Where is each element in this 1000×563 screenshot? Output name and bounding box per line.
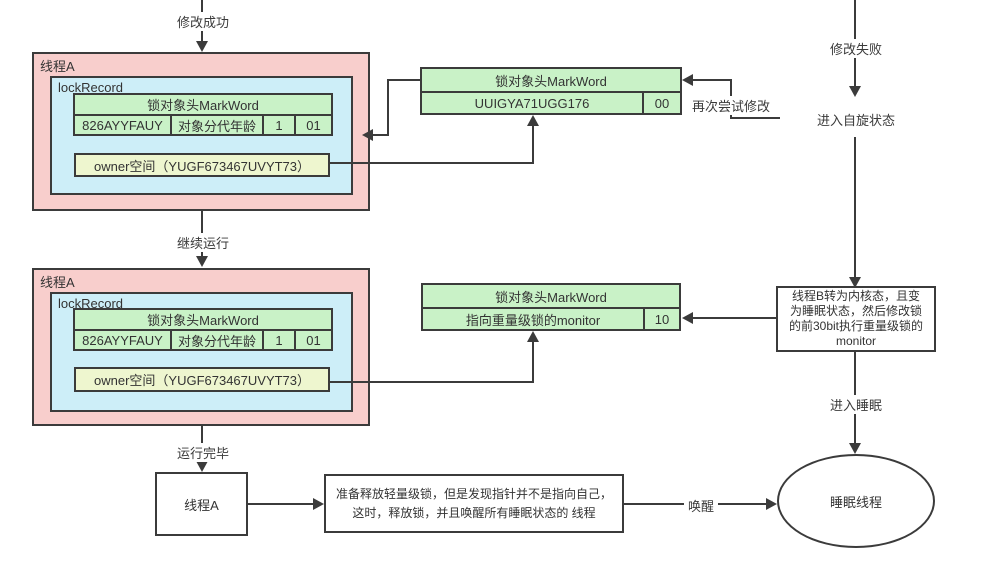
markword-value: 指向重量级锁的monitor: [423, 309, 643, 329]
markword-cell: 01: [296, 331, 331, 349]
arrow-left-icon: [362, 129, 373, 141]
markword-cell: 对象分代年龄: [172, 331, 262, 349]
markword-flag: 10: [645, 309, 679, 329]
bottom-thread-a-label: 线程A: [184, 497, 219, 513]
arrow-right-icon: [766, 498, 777, 510]
lock-record-box: lockRecord 锁对象头MarkWord 826AYYFAUY 对象分代年…: [50, 292, 353, 412]
label-retry-modify: 再次尝试修改: [687, 96, 775, 115]
thread-b-note-line: 为睡眠状态，然后修改锁: [789, 304, 922, 318]
thread-a-title: 线程A: [40, 59, 75, 74]
connector-line: [692, 79, 732, 81]
connector-line: [730, 117, 780, 119]
markword-table: 锁对象头MarkWord 826AYYFAUY 对象分代年龄 1 01: [73, 93, 333, 136]
connector-line: [388, 79, 421, 81]
markword-value: UUIGYA71UGG176: [422, 93, 642, 113]
markword-table-unlocked: 锁对象头MarkWord UUIGYA71UGG176 00: [420, 67, 682, 115]
label-enter-spin-state: 进入自旋状态: [816, 113, 896, 128]
owner-space-box: owner空间（YUGF673467UVYT73）: [74, 153, 330, 177]
thread-a-box-2: 线程A lockRecord 锁对象头MarkWord 826AYYFAUY 对…: [32, 268, 370, 426]
arrow-down-icon: [849, 443, 861, 454]
label-modify-fail: 修改失败: [825, 39, 887, 58]
connector-line: [330, 162, 534, 164]
markword-cell: 826AYYFAUY: [75, 116, 170, 134]
arrow-left-icon: [682, 74, 693, 86]
arrow-down-icon: [849, 277, 861, 288]
label-enter-sleep: 进入睡眠: [825, 395, 887, 414]
arrow-left-icon: [682, 312, 693, 324]
connector-line: [532, 126, 534, 164]
markword-header: 锁对象头MarkWord: [422, 69, 680, 91]
thread-a-title: 线程A: [40, 275, 75, 290]
markword-cell: 1: [264, 116, 294, 134]
sleep-thread-label: 睡眠线程: [829, 494, 882, 510]
lock-record-title: lockRecord: [58, 80, 124, 95]
connector-line: [248, 503, 314, 505]
arrow-up-icon: [527, 331, 539, 342]
arrow-down-icon: [849, 86, 861, 97]
markword-header: 锁对象头MarkWord: [423, 285, 679, 307]
markword-cell: 826AYYFAUY: [75, 331, 170, 349]
release-note-box: 准备释放轻量级锁，但是发现指针并不是指向自己， 这时，释放锁，并且唤醒所有睡眠状…: [324, 474, 624, 533]
label-modify-success: 修改成功: [172, 12, 234, 31]
release-note-line: 准备释放轻量级锁，但是发现指针并不是指向自己，: [335, 486, 612, 501]
connector-line: [532, 342, 534, 383]
arrow-down-icon: [196, 41, 208, 52]
release-note-line: 这时，释放锁，并且唤醒所有睡眠状态的 线程: [352, 505, 596, 520]
connector-line: [854, 137, 856, 278]
markword-header: 锁对象头MarkWord: [75, 95, 331, 114]
connector-line: [330, 381, 534, 383]
markword-cell: 01: [296, 116, 331, 134]
markword-table: 锁对象头MarkWord 826AYYFAUY 对象分代年龄 1 01: [73, 308, 333, 351]
label-continue-running: 继续运行: [172, 233, 234, 252]
connector-line: [692, 317, 776, 319]
markword-table-heavy: 锁对象头MarkWord 指向重量级锁的monitor 10: [421, 283, 681, 331]
markword-header: 锁对象头MarkWord: [75, 310, 331, 329]
thread-a-box-1: 线程A lockRecord 锁对象头MarkWord 826AYYFAUY 对…: [32, 52, 370, 211]
connector-line: [387, 79, 389, 136]
thread-b-note-line: monitor: [835, 334, 876, 348]
thread-b-note-line: 线程B转为内核态，且变: [791, 289, 920, 303]
lock-record-box: lockRecord 锁对象头MarkWord 826AYYFAUY 对象分代年…: [50, 76, 353, 195]
markword-flag: 00: [644, 93, 680, 113]
thread-b-note-box: 线程B转为内核态，且变 为睡眠状态，然后修改锁 的前30bit执行重量级锁的 m…: [776, 286, 936, 352]
arrow-down-icon: [196, 461, 208, 472]
owner-space-box: owner空间（YUGF673467UVYT73）: [74, 367, 330, 392]
sleep-thread-ellipse: 睡眠线程: [777, 454, 935, 548]
thread-b-note-line: 的前30bit执行重量级锁的: [788, 319, 924, 333]
markword-cell: 对象分代年龄: [172, 116, 262, 134]
lock-record-title: lockRecord: [58, 296, 124, 311]
arrow-down-icon: [196, 256, 208, 267]
label-run-complete: 运行完毕: [172, 443, 234, 462]
arrow-right-icon: [313, 498, 324, 510]
arrow-up-icon: [527, 115, 539, 126]
bottom-thread-a-box: 线程A: [155, 472, 248, 536]
markword-cell: 1: [264, 331, 294, 349]
connector-line: [372, 134, 389, 136]
label-wake: 唤醒: [683, 496, 719, 515]
